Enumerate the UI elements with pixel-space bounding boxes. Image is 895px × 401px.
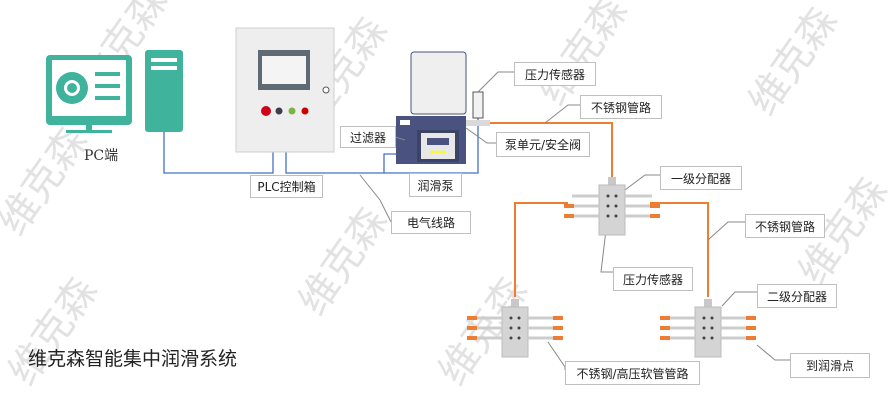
label-wiring: 电气线路 bbox=[391, 211, 471, 234]
primary-distributor bbox=[564, 177, 660, 236]
label-primary-distributor: 一级分配器 bbox=[660, 166, 742, 190]
label-hose-pipe: 不锈钢/高压软管管路 bbox=[565, 361, 700, 385]
secondary-distributor-left bbox=[467, 299, 563, 358]
label-filter: 过滤器 bbox=[340, 126, 396, 148]
label-pressure-sensor-mid: 压力传感器 bbox=[613, 267, 693, 291]
label-pump: 润滑泵 bbox=[409, 173, 462, 197]
steel-pipes bbox=[490, 122, 709, 297]
label-steel-pipe-right: 不锈钢管路 bbox=[745, 214, 825, 238]
plc-cabinet bbox=[235, 27, 335, 153]
label-to-lubrication-point: 到润滑点 bbox=[790, 353, 870, 378]
diagram-title: 维克森智能集中润滑系统 bbox=[28, 348, 238, 370]
pc-label: PC端 bbox=[84, 148, 119, 164]
label-secondary-distributor: 二级分配器 bbox=[757, 284, 837, 308]
label-pump-unit: 泵单元/安全阀 bbox=[496, 132, 590, 157]
secondary-distributor-right bbox=[660, 299, 756, 358]
lubrication-pump bbox=[396, 51, 490, 164]
label-steel-pipe-top: 不锈钢管路 bbox=[580, 95, 662, 119]
label-plc: PLC控制箱 bbox=[250, 175, 323, 198]
label-pressure-sensor-top: 压力传感器 bbox=[514, 62, 596, 86]
leader-lines bbox=[359, 71, 790, 370]
pc-tower bbox=[145, 50, 183, 132]
pc-monitor bbox=[46, 55, 132, 133]
